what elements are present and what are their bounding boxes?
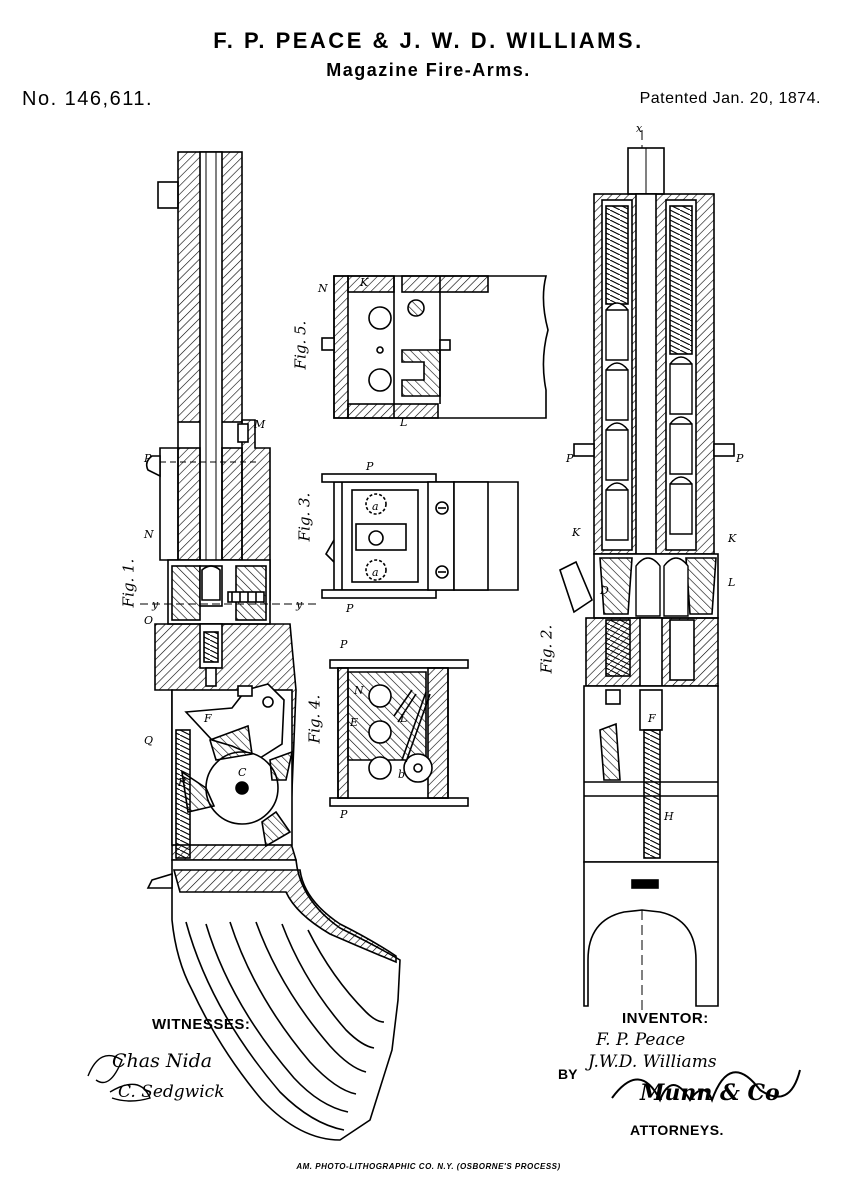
part-label-p-fig1: P <box>144 452 152 465</box>
fig2-label: Fig. 2. <box>537 624 556 674</box>
witness-1-signature: Chas Nida <box>112 1050 213 1072</box>
figure-2-drawing <box>559 130 735 1010</box>
part-label-r-fig1: R <box>178 776 187 789</box>
fig5-label: Fig. 5. <box>291 320 310 370</box>
inventor-1-signature: F. P. Peace <box>596 1030 686 1050</box>
part-label-f-fig1: F <box>204 712 212 725</box>
attorneys-label: ATTORNEYS. <box>630 1122 724 1138</box>
part-label-l-fig5: L <box>400 416 408 429</box>
part-label-f-fig2: F <box>648 712 656 725</box>
patent-title: F. P. PEACE & J. W. D. WILLIAMS. <box>213 28 644 53</box>
part-label-p2-fig4: P <box>340 808 348 821</box>
figure-5-drawing <box>321 275 549 419</box>
figure-1-drawing <box>140 151 401 1141</box>
part-label-o-fig1: O <box>144 614 154 627</box>
fig3-label: Fig. 3. <box>295 492 314 542</box>
patent-number: No. 146,611. <box>22 88 154 110</box>
part-label-p-fig2: P <box>566 452 574 465</box>
witnesses-label: WITNESSES: <box>152 1016 251 1033</box>
fig4-label: Fig. 4. <box>305 694 324 744</box>
patent-subtitle: Magazine Fire-Arms. <box>326 60 531 80</box>
part-label-l-fig4: L <box>400 712 408 725</box>
part-label-k-fig2: K <box>572 526 581 539</box>
part-label-x-fig2: x <box>636 122 643 135</box>
part-label-a2-fig3: a <box>372 566 379 579</box>
inventor-label: INVENTOR: <box>622 1010 709 1027</box>
part-label-n-fig5: N <box>318 282 328 295</box>
inventor-2-signature: J.W.D. Williams <box>588 1052 717 1072</box>
part-label-n-fig4: N <box>354 684 364 697</box>
attorney-flourish <box>611 1069 801 1103</box>
witness-2-signature: C. Sedgwick <box>118 1082 225 1102</box>
part-label-y2-fig1: y <box>152 598 159 611</box>
lithographer-credit: AM. PHOTO-LITHOGRAPHIC CO. N.Y. (OSBORNE… <box>296 1162 561 1171</box>
witness-flourish <box>87 1054 151 1102</box>
part-label-h-fig2: H <box>664 810 674 823</box>
part-label-p2-fig2: P <box>736 452 744 465</box>
part-label-b-fig4: b <box>398 768 406 781</box>
part-label-k2-fig2: K <box>728 532 737 545</box>
part-label-y-fig1: y <box>296 598 303 611</box>
by-label: BY <box>558 1066 578 1082</box>
patent-date: Patented Jan. 20, 1874. <box>639 90 821 107</box>
part-label-p-fig3: P <box>366 460 374 473</box>
fig1-label: Fig. 1. <box>119 558 138 608</box>
part-label-l-fig2: L <box>728 576 736 589</box>
figure-4-drawing <box>329 659 469 807</box>
part-label-a-fig3: a <box>372 500 379 513</box>
part-label-p-fig4: P <box>340 638 348 651</box>
part-label-m-fig1: M <box>254 418 266 431</box>
part-label-e-fig4: E <box>350 716 359 729</box>
part-label-q-fig1: Q <box>144 734 154 747</box>
part-label-k-fig5: K <box>360 276 369 289</box>
part-label-c-fig1: C <box>238 766 247 779</box>
part-label-p2-fig3: P <box>346 602 354 615</box>
part-label-n-fig1: N <box>144 528 154 541</box>
figure-3-drawing <box>321 473 519 599</box>
attorney-signature: Munn & Co <box>640 1080 780 1106</box>
part-label-d-fig2: D <box>600 584 609 597</box>
